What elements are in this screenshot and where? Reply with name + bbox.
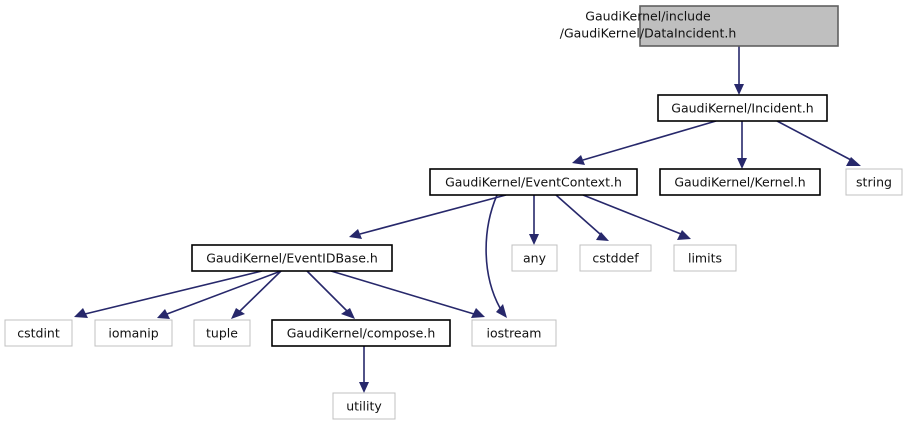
- edge-eventidbase-to-iostream: [330, 270, 475, 315]
- node-root[interactable]: GaudiKernel/include/GaudiKernel/DataInci…: [560, 5, 839, 47]
- node-label-eventidbase: GaudiKernel/EventIDBase.h: [206, 251, 378, 266]
- node-box-eventidbase: [191, 244, 393, 272]
- node-utility[interactable]: utility: [332, 392, 396, 420]
- node-box-cstdint: [4, 319, 73, 347]
- node-label-cstdint: cstdint: [17, 326, 60, 341]
- arrowhead-eventcontext-to-eventidbase: [349, 229, 362, 239]
- node-box-compose: [271, 319, 451, 347]
- node-label-root-line1: GaudiKernel/include: [585, 9, 711, 24]
- node-compose[interactable]: GaudiKernel/compose.h: [271, 319, 451, 347]
- node-box-root: [639, 5, 839, 47]
- arrowhead-eventcontext-to-cstddef: [596, 232, 609, 241]
- node-any[interactable]: any: [511, 244, 558, 272]
- arrowhead-incident-to-string: [846, 157, 861, 166]
- edge-eventcontext-to-limits: [582, 194, 682, 235]
- node-label-tuple: tuple: [206, 326, 238, 341]
- node-eventcontext[interactable]: GaudiKernel/EventContext.h: [429, 168, 638, 196]
- node-box-iostream: [471, 319, 557, 347]
- edge-eventidbase-to-compose: [306, 270, 348, 312]
- node-box-tuple: [193, 319, 251, 347]
- arrowhead-incident-to-eventcontext: [572, 155, 585, 165]
- node-eventidbase[interactable]: GaudiKernel/EventIDBase.h: [191, 244, 393, 272]
- node-box-string: [845, 168, 903, 196]
- edge-eventcontext-to-eventidbase: [359, 194, 507, 235]
- arrowhead-eventcontext-to-any: [529, 234, 539, 245]
- node-kernel[interactable]: GaudiKernel/Kernel.h: [659, 168, 821, 196]
- edge-eventidbase-to-iomanip: [166, 270, 282, 315]
- arrowhead-eventidbase-to-iomanip: [157, 309, 170, 319]
- node-box-cstddef: [579, 244, 652, 272]
- node-box-limits: [673, 244, 737, 272]
- node-label-cstddef: cstddef: [592, 251, 639, 266]
- node-label-limits: limits: [688, 251, 722, 266]
- node-cstddef[interactable]: cstddef: [579, 244, 652, 272]
- node-tuple[interactable]: tuple: [193, 319, 251, 347]
- node-incident[interactable]: GaudiKernel/Incident.h: [657, 94, 828, 122]
- arrowhead-eventcontext-to-iostream: [496, 304, 507, 318]
- node-box-any: [511, 244, 558, 272]
- arrowhead-eventcontext-to-limits: [677, 230, 691, 240]
- node-label-iomanip: iomanip: [108, 326, 158, 341]
- arrowhead-eventidbase-to-compose: [341, 308, 355, 319]
- node-iostream[interactable]: iostream: [471, 319, 557, 347]
- node-label-iostream: iostream: [487, 326, 542, 341]
- edge-eventidbase-to-cstdint: [84, 270, 263, 315]
- node-label-utility: utility: [346, 399, 382, 414]
- node-box-utility: [332, 392, 396, 420]
- node-cstdint[interactable]: cstdint: [4, 319, 73, 347]
- node-iomanip[interactable]: iomanip: [94, 319, 173, 347]
- node-label-string: string: [856, 175, 892, 190]
- node-label-incident: GaudiKernel/Incident.h: [671, 101, 813, 116]
- arrowhead-eventidbase-to-cstdint: [74, 308, 88, 318]
- node-box-iomanip: [94, 319, 173, 347]
- node-box-eventcontext: [429, 168, 638, 196]
- arrowhead-compose-to-utility: [359, 382, 369, 393]
- node-limits[interactable]: limits: [673, 244, 737, 272]
- edge-incident-to-eventcontext: [582, 120, 717, 161]
- node-string[interactable]: string: [845, 168, 903, 196]
- arrowhead-eventidbase-to-iostream: [471, 308, 485, 318]
- node-label-any: any: [523, 251, 547, 266]
- node-label-kernel: GaudiKernel/Kernel.h: [674, 175, 805, 190]
- node-label-root-line2: /GaudiKernel/DataIncident.h: [560, 26, 737, 41]
- node-label-eventcontext: GaudiKernel/EventContext.h: [445, 175, 622, 190]
- arrowhead-eventidbase-to-tuple: [231, 308, 245, 319]
- edge-eventidbase-to-tuple: [239, 270, 282, 312]
- node-label-compose: GaudiKernel/compose.h: [287, 326, 436, 341]
- edge-incident-to-string: [776, 120, 852, 161]
- node-box-kernel: [659, 168, 821, 196]
- edges-layer: [74, 46, 861, 393]
- arrowhead-root-to-incident: [734, 84, 744, 95]
- edge-eventcontext-to-cstddef: [555, 194, 601, 235]
- edge-eventcontext-to-iostream: [485, 194, 501, 309]
- node-box-incident: [657, 94, 828, 122]
- arrowhead-incident-to-kernel: [737, 158, 747, 169]
- nodes-layer: GaudiKernel/include/GaudiKernel/DataInci…: [4, 5, 903, 420]
